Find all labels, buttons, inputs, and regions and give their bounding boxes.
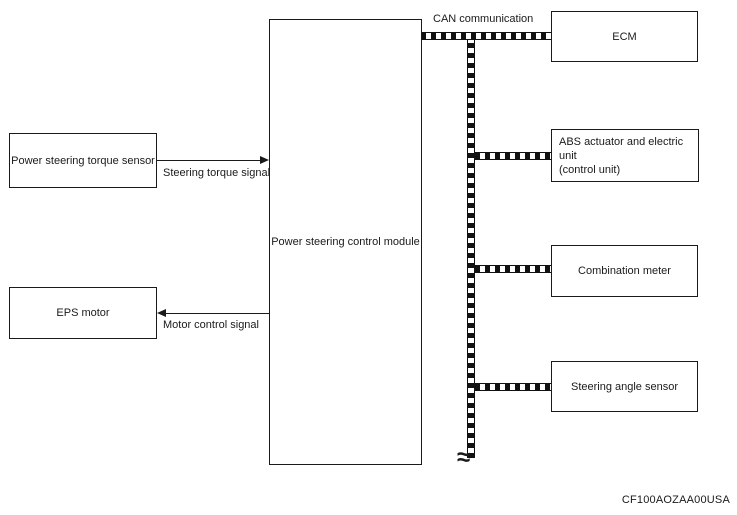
motor-control-signal-line [166, 313, 269, 314]
power-steering-torque-sensor-label: Power steering torque sensor [11, 154, 155, 167]
motor-control-arrowhead-icon [157, 309, 166, 317]
can-communication-label: CAN communication [433, 13, 534, 25]
figure-code-label: CF100AOZAA00USA [621, 494, 730, 506]
steering-torque-signal-line [157, 160, 261, 161]
can-bus-vertical-spine [467, 33, 475, 458]
motor-control-signal-label: Motor control signal [163, 319, 259, 331]
can-bus-branch-abs [475, 152, 551, 160]
ecm-box: ECM [551, 11, 698, 62]
steering-torque-arrowhead-icon [260, 156, 269, 164]
abs-actuator-label-line1: ABS actuator and electric unit [559, 135, 684, 162]
can-bus-top-segment [421, 32, 551, 40]
combination-meter-box: Combination meter [551, 245, 698, 297]
steering-angle-sensor-label: Steering angle sensor [570, 380, 678, 393]
combination-meter-label: Combination meter [578, 265, 671, 277]
can-bus-branch-combination-meter [475, 265, 551, 273]
steering-torque-signal-label: Steering torque signal [163, 167, 271, 179]
bus-break-symbol: ≈ [457, 444, 471, 471]
abs-actuator-label-line2: (control unit) [559, 163, 621, 176]
abs-actuator-box: ABS actuator and electric unit (control … [551, 129, 699, 182]
power-steering-control-module-box: Power steering control module [269, 19, 422, 465]
eps-motor-box: EPS motor [9, 287, 157, 339]
power-steering-control-module-label: Power steering control module [271, 236, 420, 248]
eps-motor-label: EPS motor [56, 307, 110, 319]
power-steering-torque-sensor-box: Power steering torque sensor [9, 133, 157, 188]
ecm-label: ECM [612, 30, 637, 43]
can-bus-branch-steering-angle-sensor [475, 383, 551, 391]
steering-angle-sensor-box: Steering angle sensor [551, 361, 698, 412]
